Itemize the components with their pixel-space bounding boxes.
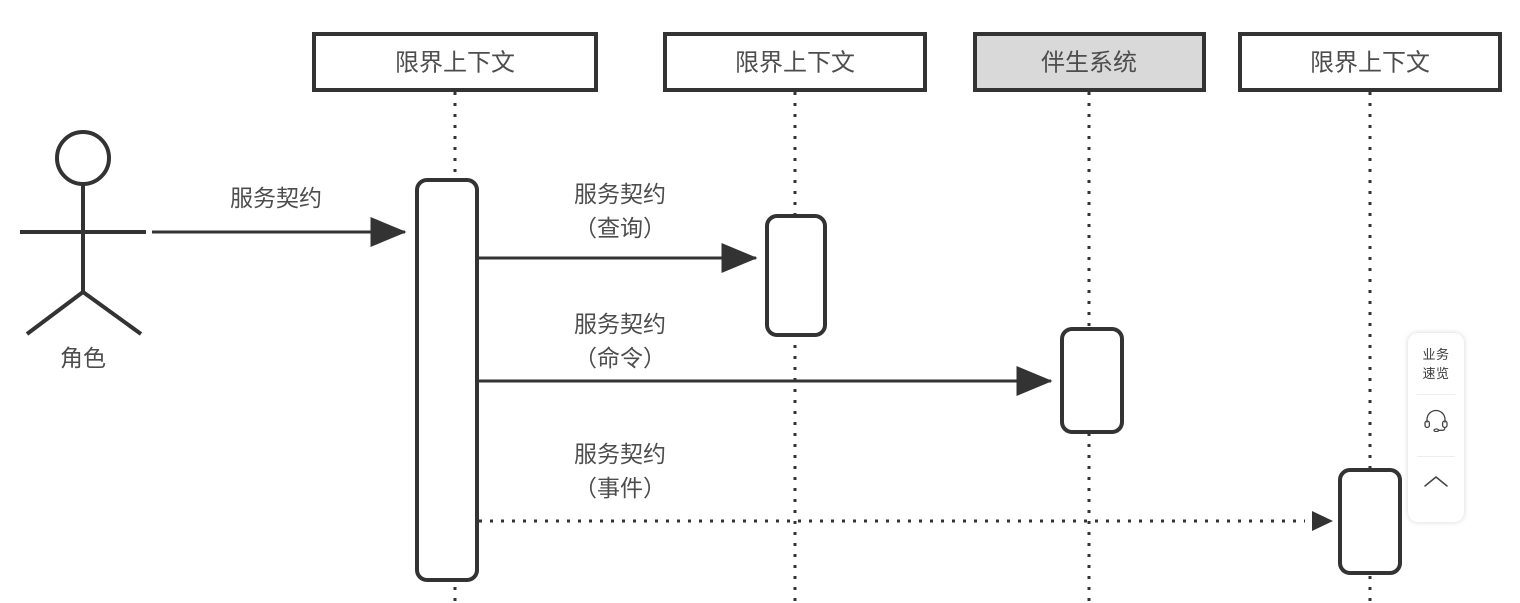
lifeline-2-box[interactable] xyxy=(663,32,927,92)
lifeline-2-activation[interactable] xyxy=(765,214,827,337)
lifeline-3-box[interactable] xyxy=(973,32,1206,92)
lifeline-4[interactable]: 限界上下文 xyxy=(1238,32,1502,603)
lifeline-2[interactable]: 限界上下文 xyxy=(663,32,927,603)
actor-label: 角色 xyxy=(60,345,106,371)
business-overview-label-line1: 业务 xyxy=(1422,347,1450,362)
message-3[interactable]: 服务契约 （命令） xyxy=(479,311,1053,396)
actor-head xyxy=(55,130,111,186)
message-2-label-line1: 服务契约 xyxy=(574,181,666,207)
actor-figure xyxy=(20,130,146,336)
lifeline-4-label: 限界上下文 xyxy=(1310,49,1430,76)
lifeline-3-label: 伴生系统 xyxy=(1041,49,1137,76)
lifeline-1-activation[interactable] xyxy=(415,178,479,582)
message-3-label-line2: （命令） xyxy=(574,345,666,371)
lifeline-1[interactable]: 限界上下文 xyxy=(312,32,598,603)
message-1[interactable]: 服务契约 xyxy=(152,185,407,247)
business-overview-button[interactable]: 业务 速览 xyxy=(1422,345,1449,383)
business-overview-label-line2: 速览 xyxy=(1422,366,1450,381)
message-4-arrowhead xyxy=(1312,511,1333,531)
lifeline-2-label: 限界上下文 xyxy=(735,49,855,76)
message-3-label-line1: 服务契约 xyxy=(574,311,666,337)
actor-leg-right xyxy=(81,290,143,336)
message-4-label-line1: 服务契约 xyxy=(574,441,666,467)
lifeline-4-box[interactable] xyxy=(1238,32,1502,92)
message-1-label: 服务契约 xyxy=(230,185,322,211)
message-2-label-line2: （查询） xyxy=(574,215,666,241)
lifeline-3[interactable]: 伴生系统 xyxy=(973,32,1206,603)
lifeline-4-activation[interactable] xyxy=(1338,468,1402,575)
headset-icon xyxy=(1423,408,1449,432)
message-4[interactable]: 服务契约 （事件） xyxy=(479,441,1333,531)
support-button[interactable] xyxy=(1408,395,1464,445)
collapse-button[interactable] xyxy=(1408,457,1464,507)
message-2[interactable]: 服务契约 （查询） xyxy=(479,181,758,273)
actor-leg-left xyxy=(25,290,85,336)
lifeline-1-label: 限界上下文 xyxy=(395,49,515,76)
widget-divider-2 xyxy=(1417,456,1455,457)
lifeline-1-box[interactable] xyxy=(312,32,598,92)
widget-divider-1 xyxy=(1417,394,1455,395)
lifeline-3-activation[interactable] xyxy=(1060,327,1124,434)
floating-side-widget[interactable]: 业务 速览 xyxy=(1408,333,1464,522)
chevron-up-icon xyxy=(1422,473,1450,491)
message-4-label-line2: （事件） xyxy=(574,475,666,501)
